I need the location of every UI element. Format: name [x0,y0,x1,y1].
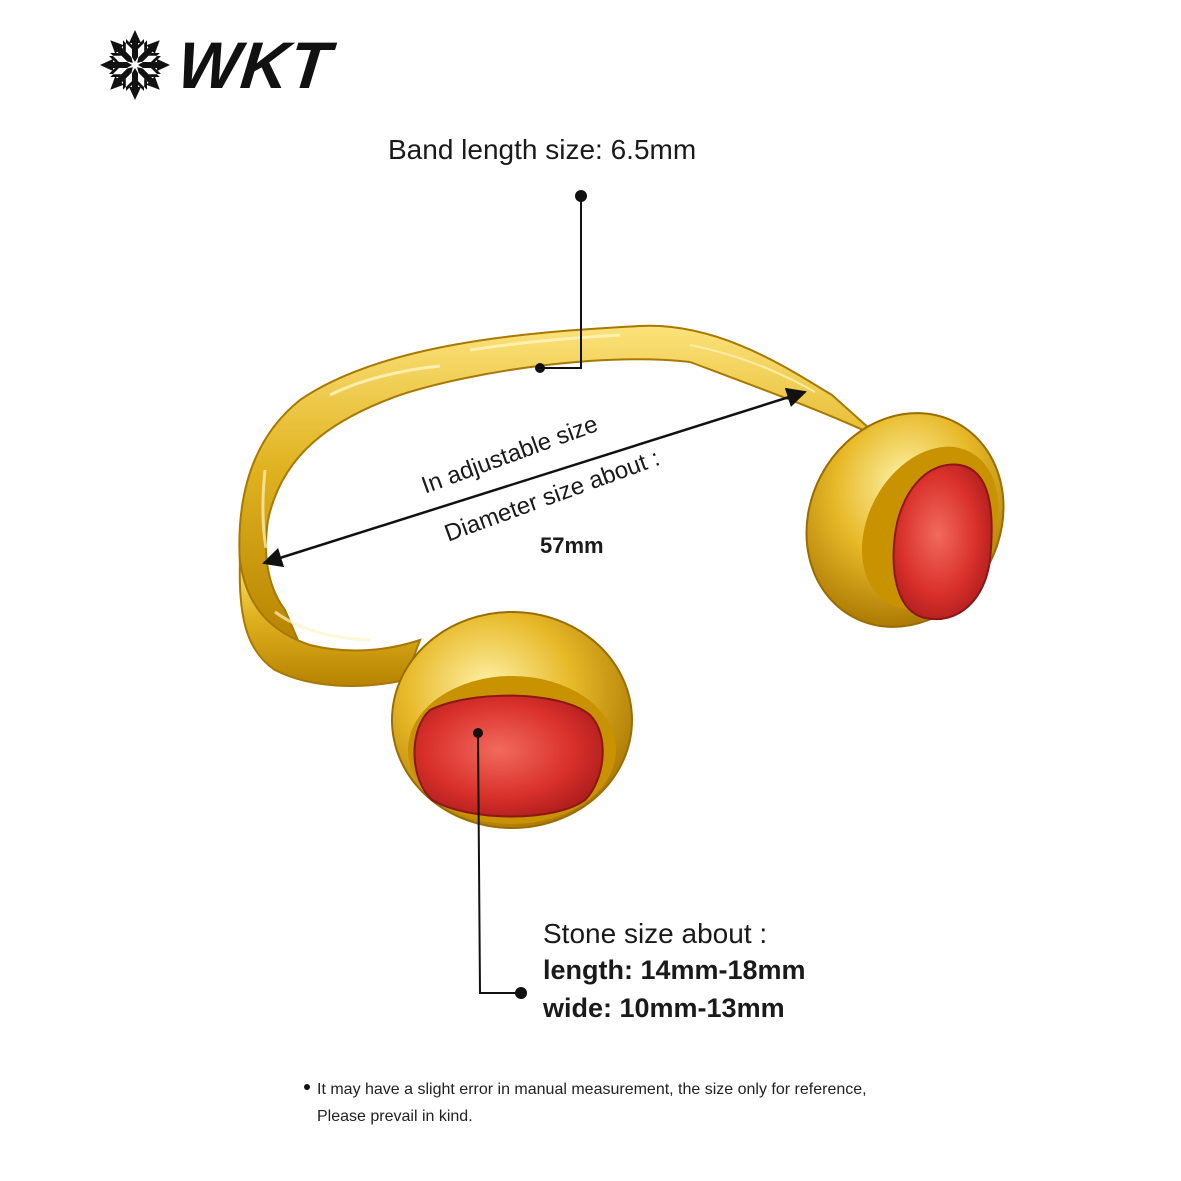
measurement-footnote: It may have a slight error in manual mea… [304,1076,867,1130]
band-length-label: Band length size: 6.5mm [388,134,697,165]
footnote-line-1: It may have a slight error in manual mea… [317,1081,867,1098]
stone-pointer [473,728,527,999]
gold-cuff-band [238,324,881,687]
stone-wide-label: wide: 10mm-13mm [543,993,785,1023]
bullet-icon [304,1084,310,1090]
footnote-line-2: Please prevail in kind. [317,1108,473,1125]
snowflake-logo-icon [100,30,170,100]
band-pointer [535,190,587,373]
right-coral-stone [805,412,1005,628]
stone-size-title: Stone size about : [543,918,768,949]
left-coral-stone [391,611,633,829]
diameter-value: 57mm [540,533,604,558]
stone-length-label: length: 14mm-18mm [543,955,806,985]
diameter-arrow [262,387,807,568]
brand-header: WKT [98,28,335,102]
